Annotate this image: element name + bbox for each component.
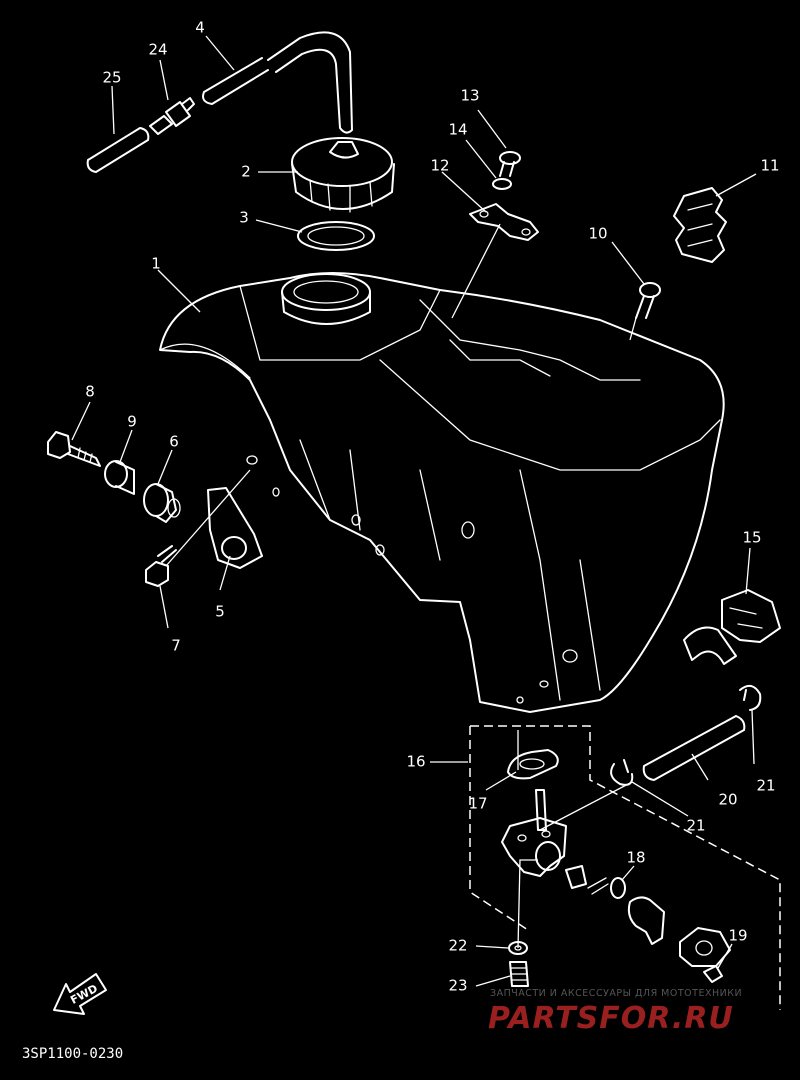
callout-19: 19	[728, 927, 747, 945]
leader-lines	[71, 35, 757, 987]
callout-11: 11	[760, 157, 779, 175]
callout-24: 24	[148, 41, 167, 59]
part-17-gasket	[507, 749, 559, 780]
part-23-drain-screw	[509, 961, 529, 987]
callout-21-upper: 21	[756, 777, 775, 795]
callout-6: 6	[169, 433, 179, 451]
callout-13: 13	[460, 87, 479, 105]
callout-17: 17	[468, 795, 487, 813]
part-15-cover	[683, 589, 781, 665]
callout-7: 7	[171, 637, 181, 655]
fuel-cock-assembly-boundary	[469, 725, 781, 1010]
callout-5: 5	[215, 603, 225, 621]
part-9-collar	[104, 460, 135, 495]
callout-2: 2	[241, 163, 251, 181]
watermark-caption: ЗАПЧАСТИ И АКСЕССУАРЫ ДЛЯ МОТОТЕХНИКИ	[490, 988, 742, 999]
part-21-clip-lower	[610, 759, 634, 786]
part-12-bracket	[469, 203, 539, 241]
watermark: ЗАПЧАСТИ И АКСЕССУАРЫ ДЛЯ МОТОТЕХНИКИ PA…	[488, 988, 742, 1036]
part-1-fuel-tank	[159, 272, 725, 713]
callout-21-lower: 21	[686, 817, 705, 835]
drawing-code: 3SP1100-0230	[22, 1046, 123, 1062]
part-2-filler-cap	[291, 137, 395, 213]
callout-4: 4	[195, 19, 205, 37]
part-24-fitting	[149, 97, 195, 135]
part-19-plate	[679, 927, 731, 983]
part-7-bolt	[145, 545, 177, 587]
part-14-washer	[492, 178, 512, 190]
callout-23: 23	[448, 977, 467, 995]
part-number-labels: 25 24 4 2 3 1 8 9 6 5 7 13 14 12 10 11 1…	[85, 19, 779, 995]
callout-1: 1	[151, 255, 161, 273]
fuel-cock-lever	[627, 896, 665, 945]
callout-12: 12	[430, 157, 449, 175]
part-18-o-ring	[565, 865, 626, 899]
watermark-logo: PARTSFOR.RU	[488, 1001, 734, 1036]
callout-15: 15	[742, 529, 761, 547]
part-25-hose	[86, 127, 150, 173]
callout-8: 8	[85, 383, 95, 401]
callout-22: 22	[448, 937, 467, 955]
part-3-gasket	[297, 221, 375, 251]
callout-9: 9	[127, 413, 137, 431]
fuel-cock-body	[501, 789, 567, 877]
part-4-breather-hose	[202, 31, 353, 134]
part-8-bolt	[47, 431, 101, 467]
part-21-clip-upper	[739, 684, 762, 711]
part-5-bracket	[207, 487, 263, 569]
callout-16: 16	[406, 753, 425, 771]
part-11-clip	[673, 187, 727, 263]
callout-3: 3	[239, 209, 249, 227]
part-10-screw	[635, 282, 661, 319]
callout-25: 25	[102, 69, 121, 87]
fwd-arrow-icon: FWD	[53, 973, 107, 1015]
callout-20: 20	[718, 791, 737, 809]
part-13-screw	[499, 151, 521, 177]
part-6-grommet	[143, 483, 181, 523]
callout-14: 14	[448, 121, 467, 139]
callout-10: 10	[588, 225, 607, 243]
callout-18: 18	[626, 849, 645, 867]
part-20-pipe	[642, 715, 746, 781]
